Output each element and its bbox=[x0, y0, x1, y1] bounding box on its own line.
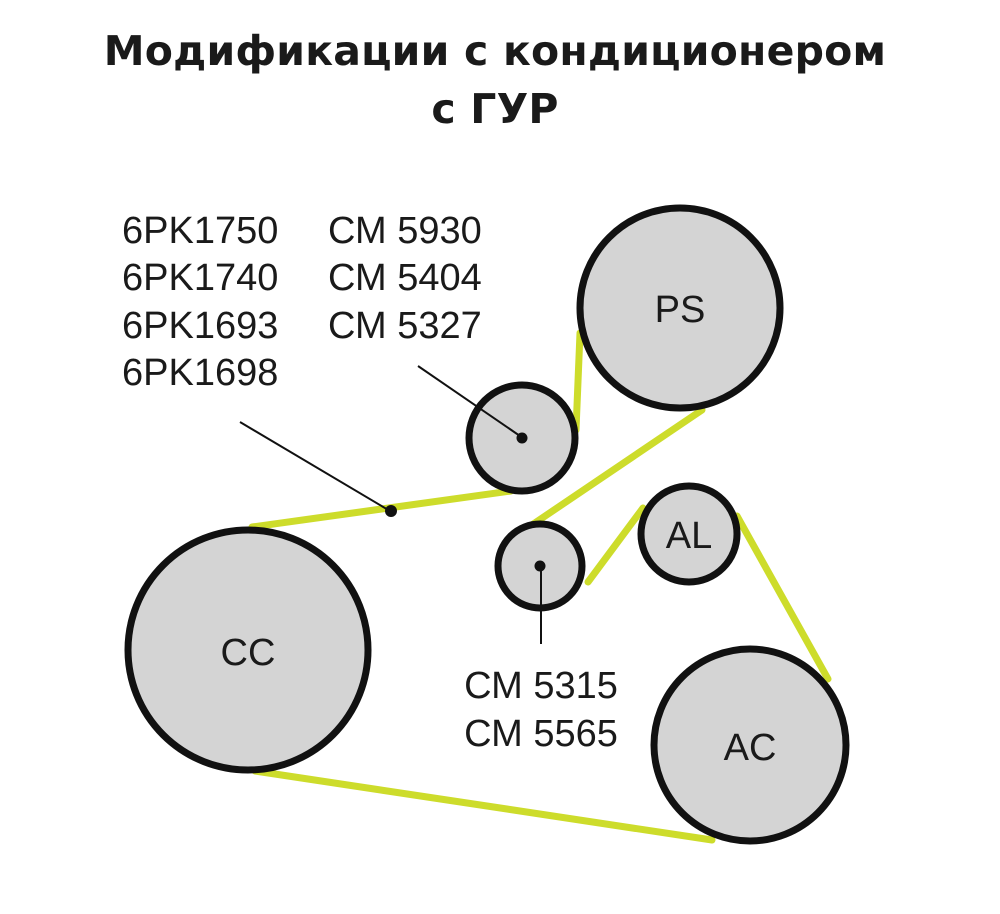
belt-part-number: 6PK1750 bbox=[122, 210, 278, 252]
belt-segment-ac-to-cc bbox=[251, 767, 716, 844]
belt-part-number: 6PK1693 bbox=[122, 305, 278, 347]
belt-part-number: 6PK1740 bbox=[122, 257, 278, 299]
belt-part-numbers: 6PK1750 6PK1740 6PK1693 6PK1698 bbox=[122, 210, 278, 394]
pulley-al-label: AL bbox=[666, 515, 712, 557]
upper-roller-part-number: СМ 5327 bbox=[328, 305, 482, 347]
pulley-ac-label: AC bbox=[724, 727, 777, 769]
pulley-cc: CC bbox=[124, 526, 372, 774]
pulley-ps-wheel bbox=[576, 204, 784, 412]
title-line-2: с ГУР bbox=[431, 85, 559, 133]
belt-part-number: 6PK1698 bbox=[122, 352, 278, 394]
pulley-cc-label: CC bbox=[221, 632, 276, 674]
pulley-cc-wheel bbox=[124, 526, 372, 774]
pulley-ac-wheel bbox=[650, 645, 850, 845]
lower-roller-part-numbers: СМ 5315 СМ 5565 bbox=[464, 665, 618, 755]
lower-roller-part-number: СМ 5565 bbox=[464, 713, 618, 755]
lower-roller-center-dot bbox=[534, 560, 546, 572]
upper-roller-part-numbers: СМ 5930 СМ 5404 СМ 5327 bbox=[328, 210, 482, 347]
diagram-title: Модификации с кондиционером с ГУР bbox=[0, 22, 990, 138]
pulley-ps-label: PS bbox=[655, 289, 706, 331]
pulley-lower-idler-roller bbox=[494, 520, 586, 612]
drive-belt bbox=[248, 329, 832, 844]
belt-segment-lower-roller-to-al bbox=[584, 504, 647, 586]
lower-roller-part-number: СМ 5315 bbox=[464, 665, 618, 707]
belt-segment-al-to-ac bbox=[733, 512, 832, 683]
title-line-1: Модификации с кондиционером bbox=[103, 27, 887, 75]
pulley-upper-idler-roller bbox=[465, 381, 579, 495]
belt-segment-ps-to-lower-roller bbox=[516, 406, 706, 537]
pulley-ac: AC bbox=[650, 645, 850, 845]
belt-marker-dot bbox=[385, 505, 397, 517]
belt-segment-upper-roller-to-ps bbox=[572, 329, 584, 434]
upper-roller-part-number: СМ 5930 bbox=[328, 210, 482, 252]
leader-line-upper-roller bbox=[417, 365, 521, 437]
belt-segment-cc-to-upper-roller bbox=[248, 487, 515, 531]
leader-line-belt bbox=[239, 421, 391, 512]
upper-roller-part-number: СМ 5404 bbox=[328, 257, 482, 299]
pulley-al-wheel bbox=[637, 482, 741, 586]
leader-lines bbox=[239, 365, 542, 644]
pulley-al: AL bbox=[637, 482, 741, 586]
pulley-ps: PS bbox=[576, 204, 784, 412]
